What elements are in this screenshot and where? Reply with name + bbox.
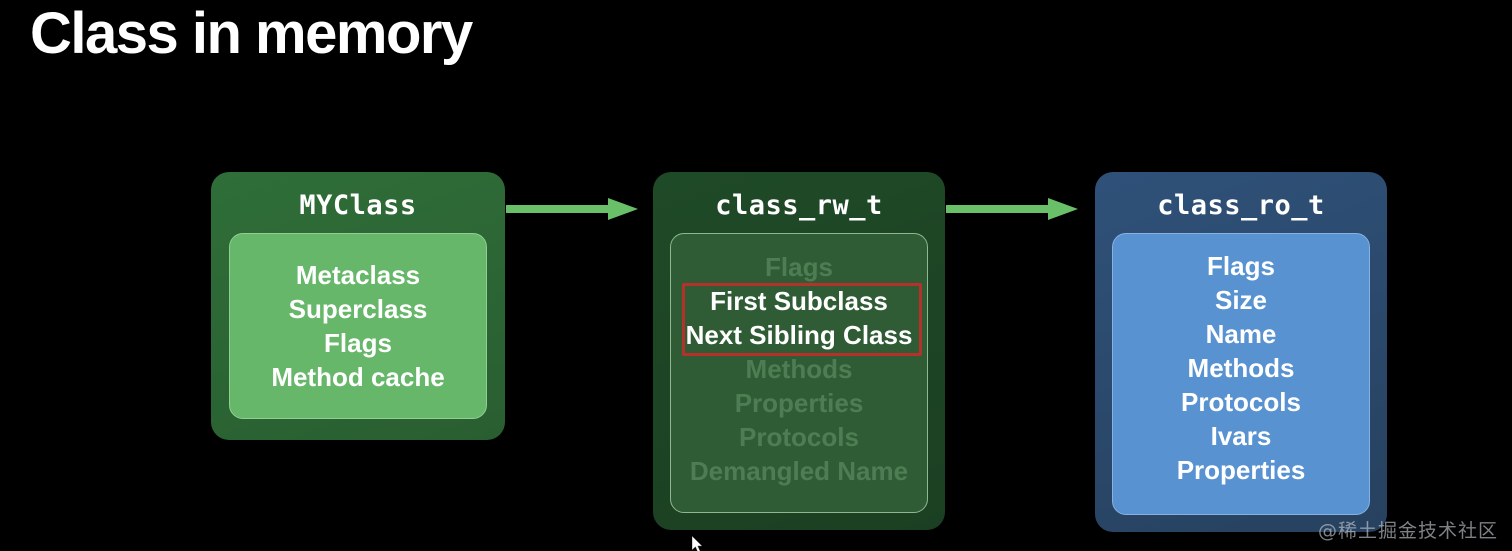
field-metaclass: Metaclass (295, 259, 421, 290)
card-class-ro-t-field-list: Flags Size Name Methods Protocols Ivars … (1112, 232, 1370, 515)
card-class-ro-t: class_ro_t Flags Size Name Methods Proto… (1095, 172, 1387, 532)
arrow-rw-to-ro-icon (946, 196, 1078, 222)
field-properties: Properties (1176, 454, 1306, 485)
card-class-rw-t-title: class_rw_t (715, 190, 883, 221)
field-ivars: Ivars (1210, 420, 1272, 451)
field-properties: Properties (734, 387, 864, 418)
field-size: Size (1214, 284, 1268, 315)
field-name: Name (1205, 318, 1277, 349)
card-myclass-field-list: Metaclass Superclass Flags Method cache (229, 232, 487, 419)
page-title: Class in memory (30, 1, 473, 66)
card-class-rw-t-field-list: Flags First Subclass Next Sibling Class … (670, 232, 928, 513)
field-protocols: Protocols (739, 421, 859, 452)
field-flags: Flags (1207, 250, 1275, 281)
field-flags: Flags (765, 251, 833, 282)
card-class-ro-t-title: class_ro_t (1157, 190, 1325, 221)
field-first-subclass: First Subclass (710, 285, 888, 316)
field-method-cache: Method cache (271, 361, 445, 392)
field-methods: Methods (745, 353, 853, 384)
field-protocols: Protocols (1181, 386, 1301, 417)
field-methods: Methods (1187, 352, 1295, 383)
arrow-myclass-to-rw-icon (506, 196, 638, 222)
card-class-rw-t: class_rw_t Flags First Subclass Next Sib… (653, 172, 945, 530)
field-next-sibling-class: Next Sibling Class (685, 319, 913, 350)
mouse-cursor-icon (691, 535, 705, 551)
field-superclass: Superclass (288, 293, 428, 324)
field-flags: Flags (324, 327, 392, 358)
field-demangled-name: Demangled Name (689, 455, 909, 486)
watermark: @稀土掘金技术社区 (1317, 520, 1498, 542)
card-myclass-title: MYClass (299, 190, 417, 221)
card-myclass: MYClass Metaclass Superclass Flags Metho… (211, 172, 505, 440)
